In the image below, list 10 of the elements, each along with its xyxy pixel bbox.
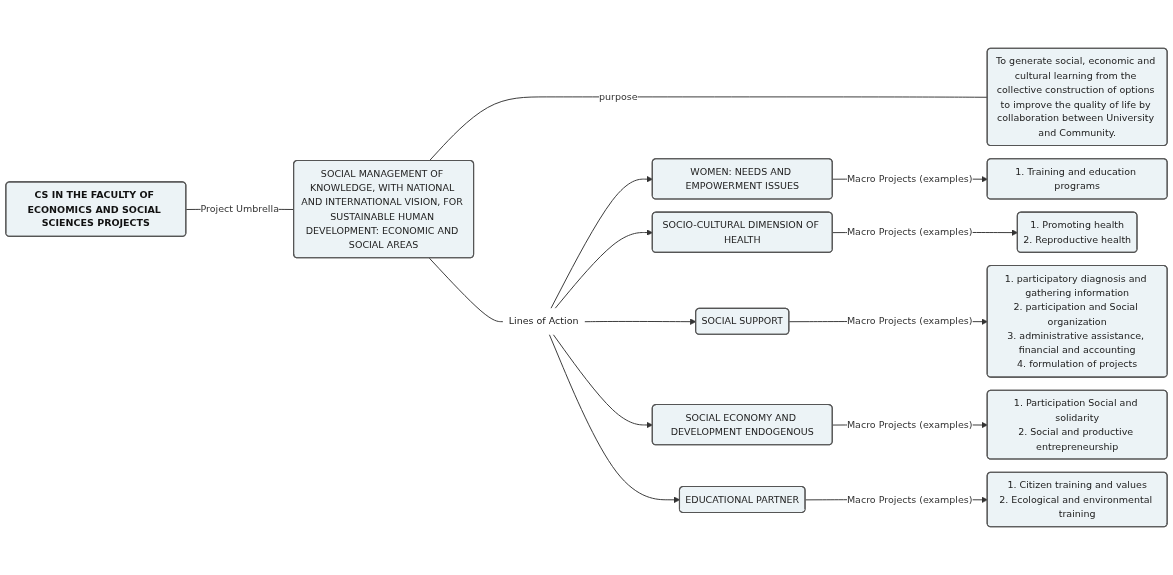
- connector: [428, 257, 504, 323]
- edge-label: Macro Projects (examples): [846, 173, 973, 185]
- edge-label: Macro Projects (examples): [846, 493, 973, 505]
- edge-label: Project Umbrella: [200, 203, 279, 215]
- edge-label: Macro Projects (examples): [846, 419, 973, 430]
- node-text: Lines of Action: [508, 315, 579, 327]
- edge-label: Macro Projects (examples): [846, 226, 973, 238]
- connector: [428, 96, 988, 162]
- edge-label: purpose: [598, 91, 638, 103]
- edge-label: Macro Projects (examples): [846, 315, 973, 327]
